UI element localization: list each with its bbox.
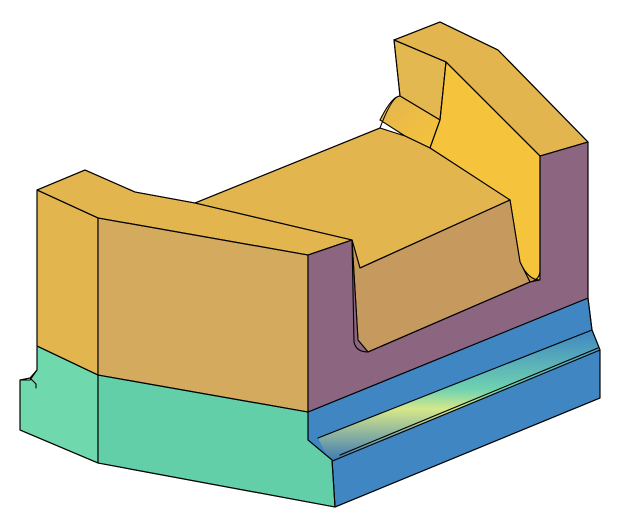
base-step-edge bbox=[339, 347, 599, 456]
front-block-left-face bbox=[36, 189, 99, 376]
top-front-edge bbox=[36, 189, 353, 256]
channel-floor-crease bbox=[359, 199, 511, 269]
channel-profile-edge bbox=[351, 155, 541, 353]
front-block-base-edge bbox=[36, 345, 309, 413]
back-wall-top-edge bbox=[445, 61, 589, 157]
back-wall-fillet-edge bbox=[393, 39, 447, 149]
outer-silhouette bbox=[19, 21, 601, 508]
base-groove-highlight bbox=[318, 330, 600, 462]
front-block-right-edge bbox=[307, 254, 336, 508]
right-side-face bbox=[307, 141, 589, 413]
base-groove-edge bbox=[317, 329, 593, 439]
channel-slope-edge bbox=[194, 202, 353, 241]
base-groove-edge-lower bbox=[329, 349, 601, 463]
